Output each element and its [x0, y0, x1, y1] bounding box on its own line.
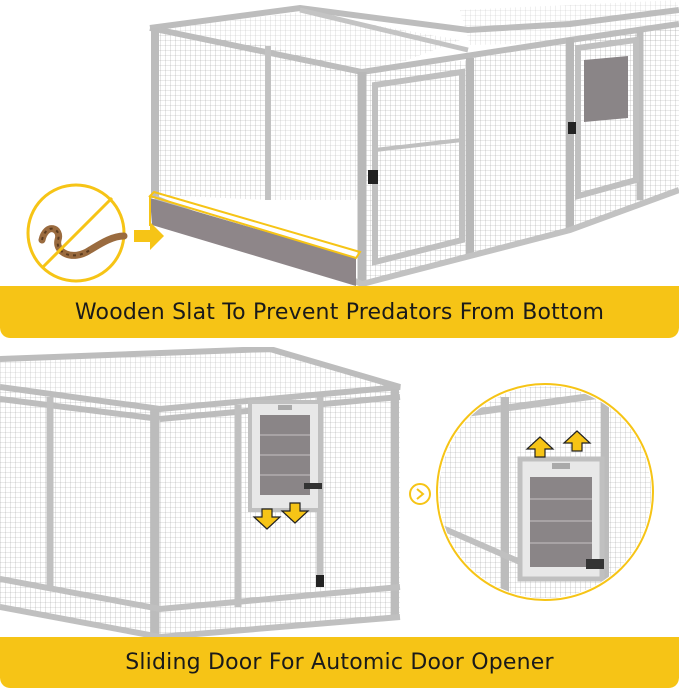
arrow-up-icon: [525, 430, 592, 458]
arrow-right-icon: [134, 222, 164, 250]
arrow-down-icon: [252, 502, 310, 530]
hutch-photo-bottom-slat: [0, 0, 679, 286]
caption-text: Wooden Slat To Prevent Predators From Bo…: [74, 299, 605, 325]
top-panel: Wooden Slat To Prevent Predators From Bo…: [0, 0, 679, 338]
caption-text: Sliding Door For Automic Door Opener: [125, 650, 554, 675]
caption-bar: Wooden Slat To Prevent Predators From Bo…: [0, 286, 679, 338]
bottom-panel: Sliding Door For Automic Door Opener: [0, 347, 679, 688]
hutch-photo-sliding-door: [0, 347, 679, 637]
zoom-indicator-icon: [409, 483, 431, 505]
snake-prohibited-icon: [26, 183, 128, 283]
caption-bar: Sliding Door For Automic Door Opener: [0, 637, 679, 688]
